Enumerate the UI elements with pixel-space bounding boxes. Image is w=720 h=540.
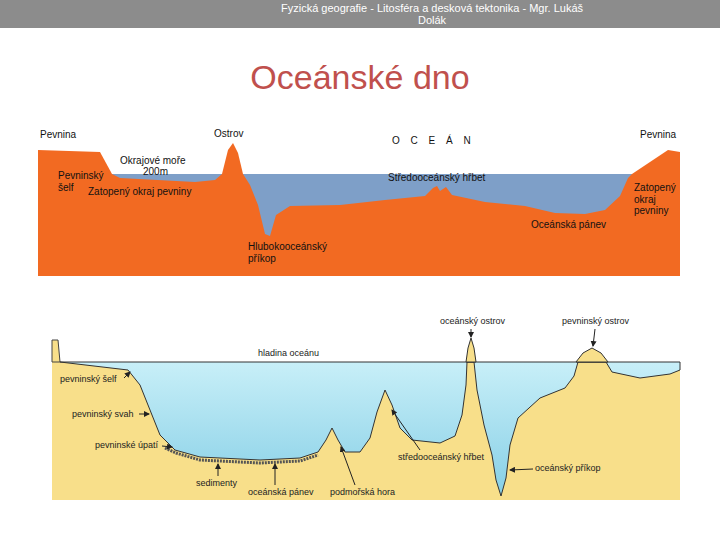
region-label: Ostrov xyxy=(214,128,243,140)
feature-label: oceánský příkop xyxy=(535,463,601,473)
slide-title: Oceánské dno xyxy=(0,58,720,97)
depth-label: 200m xyxy=(143,166,168,178)
feature-label: oceánský ostrov xyxy=(440,316,505,326)
feature-label: Hlubokooceánský příkop xyxy=(248,241,343,264)
leader-lines xyxy=(124,329,595,485)
feature-label: Okrajové moře xyxy=(120,155,186,167)
feature-label: pevninský svah xyxy=(72,409,134,419)
feature-label: Středooceánský hřbet xyxy=(388,172,485,184)
feature-label: Zatopený okraj pevniny xyxy=(634,182,680,217)
feature-label: hladina oceánu xyxy=(258,348,319,358)
feature-label: pevninské úpatí xyxy=(95,440,158,450)
feature-label: Zatopený okraj pevniny xyxy=(88,186,191,198)
profile-top xyxy=(38,128,680,276)
feature-label: pevninský šelf xyxy=(60,374,117,384)
feature-label: pevninský ostrov xyxy=(562,316,629,326)
header-text: Fyzická geografie - Litosféra a desková … xyxy=(277,2,587,26)
feature-label: oceánská pánev xyxy=(248,487,314,497)
feature-label: podmořská hora xyxy=(330,487,395,497)
feature-label: Oceánská pánev xyxy=(531,219,606,231)
region-label: Pevnina xyxy=(640,129,676,141)
region-label: O C E Á N xyxy=(392,135,475,147)
feature-label: středooceánský hřbet xyxy=(398,452,484,462)
region-label: Pevnina xyxy=(40,129,76,141)
profile-bottom xyxy=(52,338,680,500)
header-bar xyxy=(0,0,720,28)
feature-label: sedimenty xyxy=(196,478,237,488)
